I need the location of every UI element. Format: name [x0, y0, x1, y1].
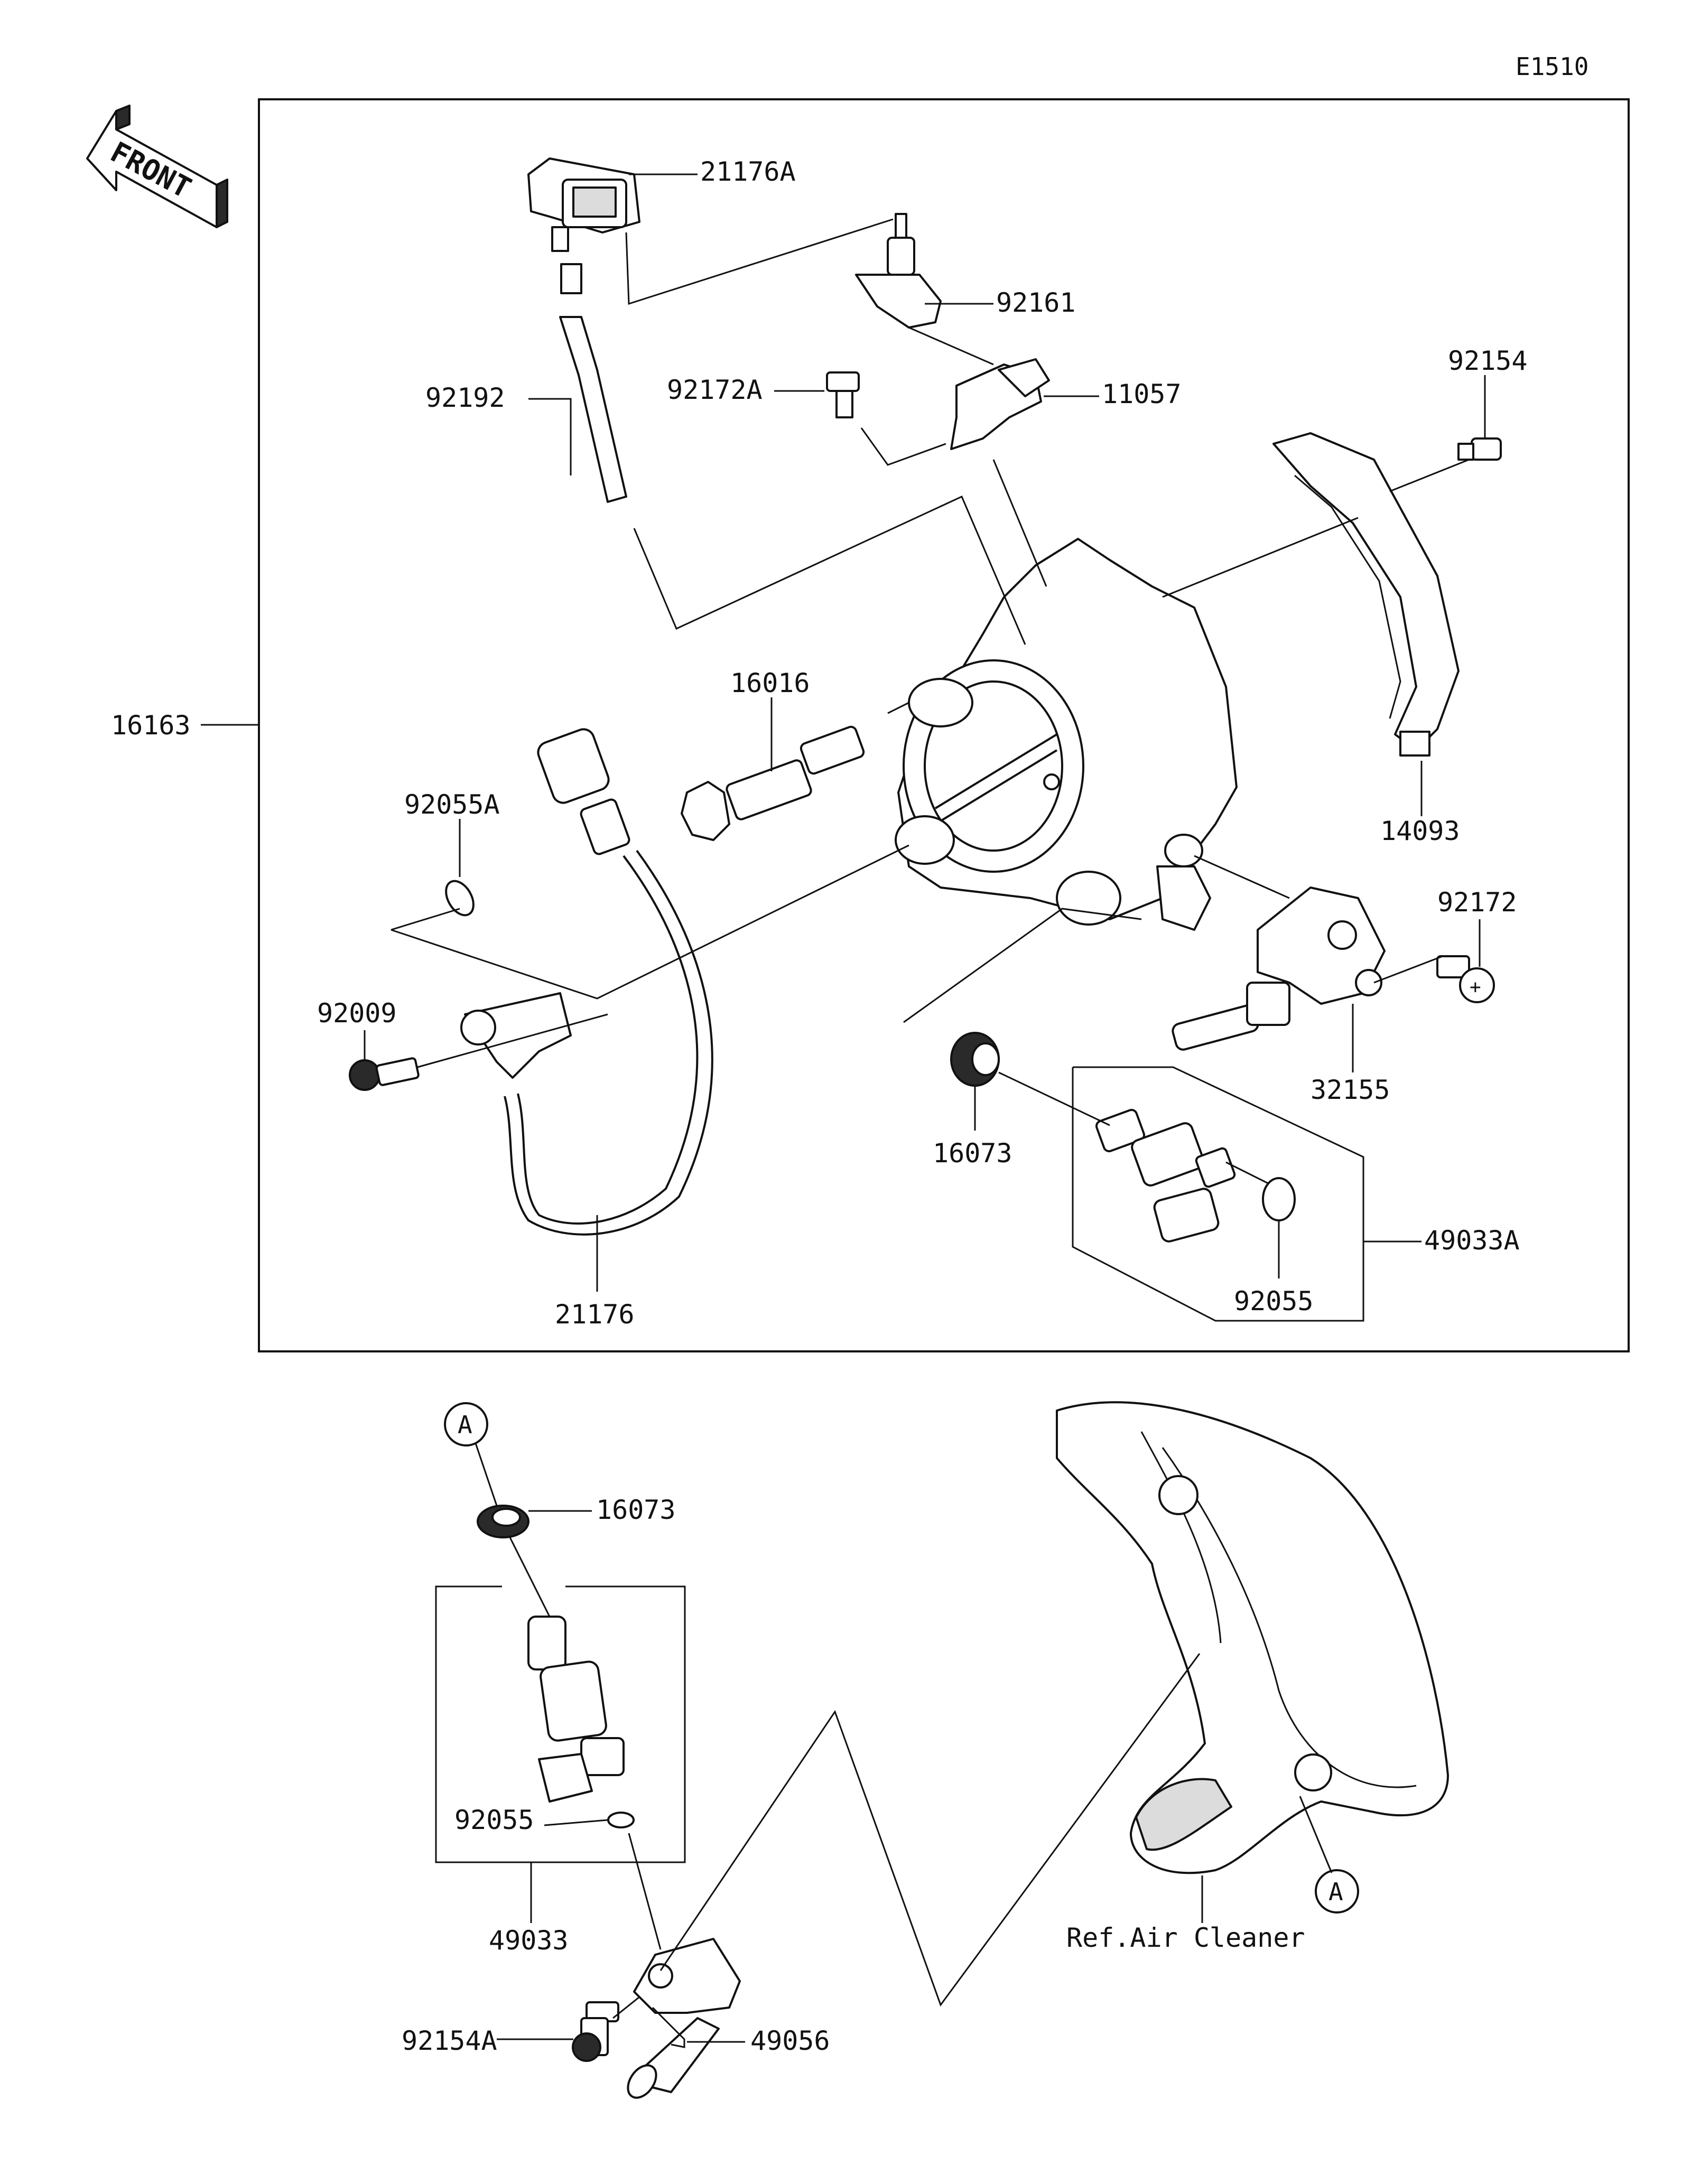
screw-92172A-part	[826, 371, 860, 418]
svg-text:+: +	[1470, 976, 1481, 998]
leader-lines-upper	[201, 173, 1486, 1322]
part-label-16016: 16016	[730, 668, 810, 698]
air-cleaner-part	[1056, 1401, 1449, 1874]
marker-a-bottom-label: A	[1328, 1878, 1343, 1906]
hose-part	[559, 263, 627, 503]
throttle-body-part	[895, 538, 1238, 931]
part-label-16163: 16163	[111, 710, 191, 741]
bracket-49056-part	[627, 1938, 741, 2099]
marker-a-bottom: A	[1315, 1869, 1359, 1914]
leader-lines-lower	[475, 1443, 1333, 2048]
idle-screw-part	[681, 725, 865, 841]
part-label-21176: 21176	[555, 1299, 635, 1330]
diagram-code: E1510	[1516, 52, 1588, 81]
screw-92172-part: +	[1436, 955, 1495, 1003]
part-label-92055A: 92055A	[404, 789, 500, 820]
throttle-position-sensor-part	[1172, 886, 1386, 1051]
part-label-21176A: 21176A	[700, 156, 796, 187]
part-label-16073-lower: 16073	[596, 1495, 676, 1525]
bolt-92154-part	[1457, 437, 1502, 461]
sensor-21176-part	[460, 728, 713, 1236]
map-sensor-part	[527, 157, 640, 252]
part-label-49033A: 49033A	[1424, 1225, 1520, 1256]
part-label-16073: 16073	[933, 1138, 1012, 1169]
front-label: FRONT	[105, 135, 197, 205]
bracket-11057-part	[950, 358, 1050, 450]
part-label-32155: 32155	[1311, 1075, 1390, 1105]
bracket-92161-part	[855, 213, 942, 329]
part-label-92055-lower: 92055	[454, 1805, 534, 1835]
part-label-92172: 92172	[1437, 887, 1517, 918]
grommet-16073-lower-part	[477, 1505, 529, 1538]
part-label-11057: 11057	[1102, 379, 1182, 409]
bracket-49033	[435, 1585, 686, 1863]
marker-a-top: A	[444, 1402, 488, 1446]
part-label-49056: 49056	[750, 2026, 830, 2056]
ref-air-cleaner-label: Ref.Air Cleaner	[1066, 1922, 1305, 1953]
part-label-92161: 92161	[996, 287, 1076, 318]
bolt-92154A-part	[572, 2001, 619, 2062]
cover-14093-part	[1272, 432, 1460, 757]
bolt-92009-part	[349, 1057, 420, 1091]
part-label-14093: 14093	[1380, 816, 1460, 846]
injector-49033-part	[527, 1616, 635, 1828]
marker-a-top-label: A	[458, 1411, 472, 1439]
o-ring-92055A-part	[445, 880, 475, 917]
grommet-16073-part	[950, 1032, 1000, 1087]
injector-49033A-part	[1095, 1108, 1296, 1243]
part-label-92009: 92009	[317, 998, 397, 1029]
part-label-92055: 92055	[1234, 1286, 1314, 1317]
part-label-92154: 92154	[1448, 346, 1528, 376]
part-label-92154A: 92154A	[402, 2026, 497, 2056]
part-label-92192: 92192	[425, 382, 505, 413]
part-label-49033: 49033	[489, 1925, 569, 1956]
front-arrow-icon: FRONT	[86, 105, 228, 228]
part-label-92172A: 92172A	[667, 375, 763, 405]
